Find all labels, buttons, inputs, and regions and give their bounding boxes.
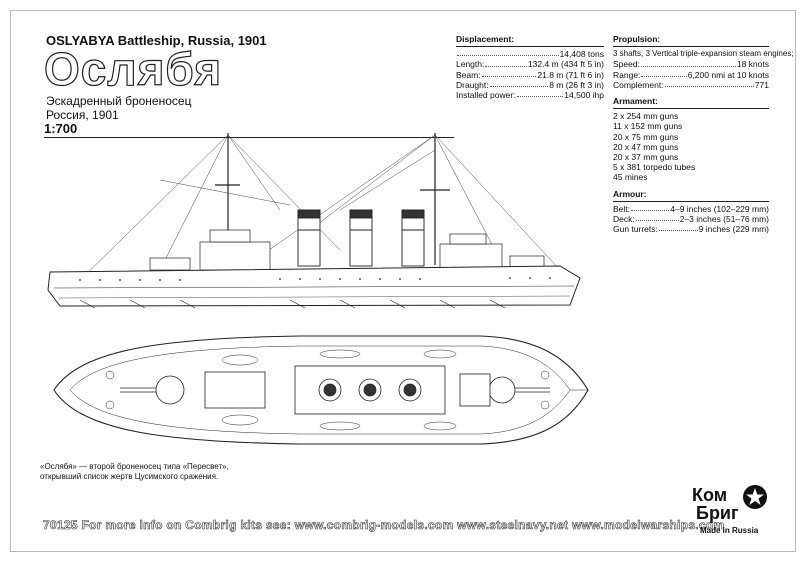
- spec-row: Complement:771: [613, 79, 769, 90]
- rigging-lines: [69, 134, 561, 291]
- caption-line: «Ослябя» — второй броненосец типа «Перес…: [40, 462, 229, 471]
- superstructure: [149, 229, 545, 271]
- spec-row: Range:6,200 nmi at 10 knots: [613, 69, 769, 80]
- divider: [613, 200, 769, 202]
- hull: [47, 265, 581, 307]
- title-english: OSLYABYA Battleship, Russia, 1901: [46, 33, 267, 48]
- title-russian: Ослябя: [43, 43, 223, 95]
- spec-row: Deck:2–3 inches (51–76 mm): [613, 214, 769, 225]
- propulsion-line: 3 shafts, 3 Vertical triple-expansion st…: [613, 49, 794, 59]
- armour-heading: Armour:: [613, 188, 647, 199]
- spec-row: Belt:4–9 inches (102–229 mm): [613, 203, 769, 214]
- armament-item: 20 x 75 mm guns: [613, 131, 679, 142]
- armament-item: 20 x 37 mm guns: [613, 152, 679, 163]
- armament-item: 11 x 152 mm guns: [613, 121, 683, 132]
- funnels: [297, 209, 425, 267]
- armament-heading: Armament:: [613, 96, 658, 107]
- spec-row: 14,408 tons: [456, 49, 604, 59]
- spec-row: Draught:8 m (26 ft 3 in): [456, 79, 604, 90]
- ship-side-profile-drawing: [47, 133, 581, 309]
- divider: [613, 108, 769, 110]
- torpedo-net-booms: [79, 299, 506, 309]
- caption-line: открывший список жертв Цусимского сражен…: [40, 472, 219, 481]
- logo-line: Бриг: [696, 503, 739, 523]
- armament-item: 45 mines: [613, 172, 648, 183]
- divider: [613, 46, 769, 48]
- scale-rule: [44, 137, 454, 138]
- armament-item: 20 x 47 mm guns: [613, 141, 679, 152]
- spec-row: Beam:21.8 m (71 ft 6 in): [456, 69, 604, 80]
- spec-row: Gun turrets:9 inches (229 mm): [613, 224, 769, 235]
- combrig-logo: Ком Бриг Made in Russia: [686, 484, 782, 544]
- bridges: [204, 371, 491, 409]
- footer-links: 70125 For more info on Combrig kits see:…: [43, 518, 725, 533]
- sheet-border: [10, 10, 796, 552]
- spec-row: Length:132.4 m (434 ft 5 in): [456, 59, 604, 70]
- caption: «Ослябя» — второй броненосец типа «Перес…: [40, 462, 300, 482]
- armament-item: 5 x 381 torpedo tubes: [613, 162, 696, 173]
- logo-line: Ком: [692, 485, 728, 505]
- divider: [456, 46, 604, 48]
- spec-row: Speed:18 knots: [613, 59, 769, 70]
- subtitle-russian: Эскадренный броненосец: [46, 94, 192, 108]
- displacement-heading: Displacement:: [456, 34, 515, 44]
- main-turrets: [120, 375, 550, 405]
- star-icon: [743, 485, 767, 509]
- propulsion-heading: Propulsion:: [613, 34, 661, 44]
- funnel-tops: [318, 378, 422, 402]
- ship-top-view-drawing: [53, 335, 589, 445]
- portholes: [79, 277, 551, 281]
- subtitle-russian-year: Россия, 1901: [46, 108, 119, 122]
- armament-item: 2 x 254 mm guns: [613, 111, 679, 122]
- spec-row: Installed power:14,500 ihp: [456, 90, 604, 101]
- deck-details: [105, 349, 588, 431]
- scale-label: 1:700: [44, 121, 78, 136]
- made-in-label: Made in Russia: [700, 526, 759, 535]
- displacement-block: Displacement: 14,408 tons Length:132.4 m…: [456, 34, 604, 100]
- propulsion-block: Propulsion: 3 shafts, 3 Vertical triple-…: [613, 34, 794, 235]
